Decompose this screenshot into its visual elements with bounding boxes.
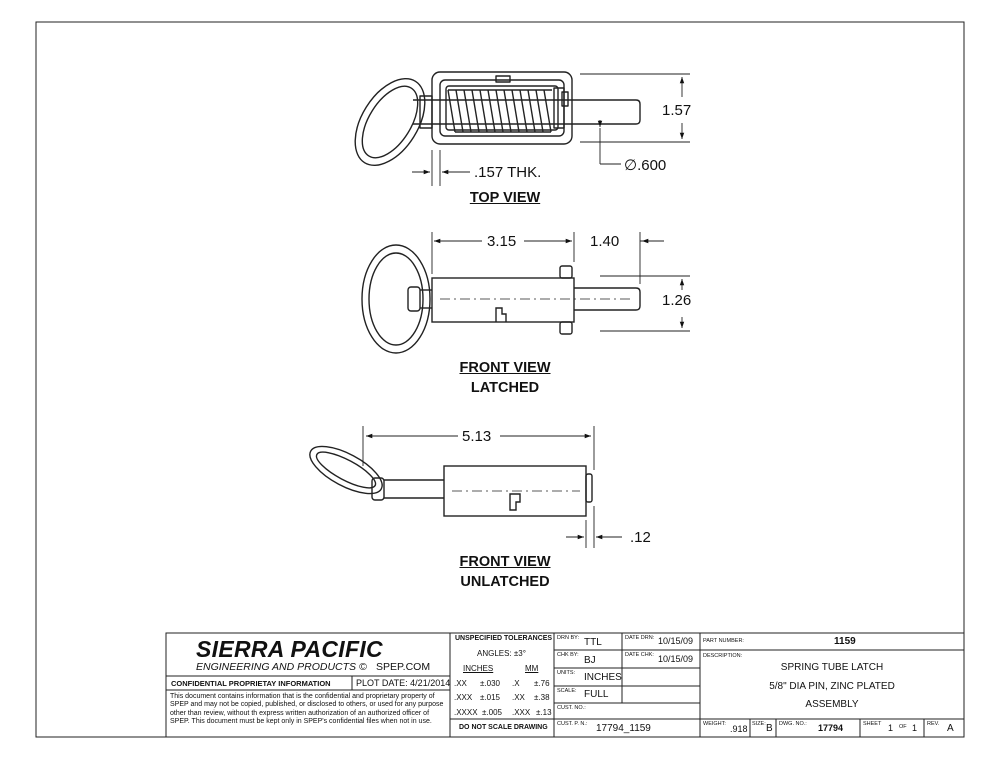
part-number-label: PART NUMBER: — [703, 638, 744, 644]
company-subtitle: ENGINEERING AND PRODUCTS © — [196, 661, 367, 673]
tolerances-inches-label: INCHES — [463, 664, 494, 673]
company-website: SPEP.COM — [376, 661, 431, 673]
chk-by-value: BJ — [584, 655, 596, 666]
front-unlatched-dimensions — [362, 426, 622, 548]
date-drn-label: DATE DRN: — [625, 635, 655, 641]
sheet-value: 1 — [888, 723, 894, 733]
date-chk-value: 10/15/09 — [658, 654, 694, 664]
do-not-scale-note: DO NOT SCALE DRAWING — [459, 724, 548, 731]
front-unlatched-title: FRONT VIEW — [459, 554, 551, 570]
size-value: B — [766, 723, 773, 734]
description-line: 5/8" DIA PIN, ZINC PLATED — [769, 681, 895, 692]
tolerances-mm-label: MM — [525, 664, 539, 673]
copyright-icon: © — [358, 661, 367, 673]
top-view-dimensions — [412, 73, 690, 186]
cust-pn-value: 17794_1159 — [596, 723, 651, 734]
front-latched-dimensions — [431, 232, 690, 332]
weight-label: WEIGHT: — [703, 721, 726, 727]
tolerance-row: .XXXX ±.005.XXX±.13 — [454, 708, 552, 717]
drn-by-value: TTL — [584, 637, 602, 648]
date-drn-value: 10/15/09 — [658, 636, 694, 646]
description-label: DESCRIPTION: — [703, 653, 743, 659]
front-latched-title: FRONT VIEW — [459, 360, 551, 376]
front-latched-body-dim: 3.15 — [487, 233, 517, 250]
cust-no-label: CUST. NO.: — [557, 705, 586, 711]
weight-value: .918 — [730, 724, 748, 734]
description-line: SPRING TUBE LATCH — [780, 662, 884, 673]
confidential-label: CONFIDENTIAL PROPRIETAY INFORMATION — [171, 679, 331, 688]
sheet-total-value: 1 — [912, 723, 918, 733]
tolerances-angles: ANGLES: ±3° — [477, 649, 526, 658]
rev-label: REV. — [927, 721, 940, 727]
front-latched-drawing — [361, 244, 641, 354]
size-label: SIZE: — [752, 721, 766, 727]
drn-by-label: DRN BY: — [557, 635, 580, 641]
scale-value: FULL — [584, 689, 609, 700]
part-number-value: 1159 — [834, 636, 856, 647]
sheet-of-label: OF — [899, 724, 907, 730]
dwg-no-label: DWG. NO.: — [779, 721, 807, 727]
front-unlatched-subtitle: UNLATCHED — [460, 574, 550, 590]
tolerance-row: .XXX ±.015.XX±.38 — [454, 693, 550, 702]
top-view-drawing — [354, 71, 641, 167]
top-view-title: TOP VIEW — [469, 190, 541, 206]
front-unlatched-length-dim: 5.13 — [462, 428, 492, 445]
tolerances-header: UNSPECIFIED TOLERANCES — [455, 635, 553, 642]
diameter-symbol-icon: ∅ — [624, 157, 638, 174]
front-latched-subtitle: LATCHED — [470, 380, 540, 396]
top-height-dim: 1.57 — [662, 102, 692, 119]
title-block-grid — [165, 632, 965, 738]
dwg-no-value: 17794 — [818, 723, 844, 733]
scale-label: SCALE: — [557, 688, 577, 694]
front-unlatched-tip-dim: .12 — [630, 529, 651, 546]
date-chk-label: DATE CHK: — [625, 652, 654, 658]
cust-pn-label: CUST. P. N.: — [557, 721, 588, 727]
units-value: INCHES — [584, 672, 622, 683]
confidential-notice: This document contains information that … — [170, 693, 444, 725]
top-thickness-dim: .157 THK. — [474, 164, 542, 181]
description-line: ASSEMBLY — [805, 699, 859, 710]
sheet-label: SHEET — [863, 721, 882, 727]
front-latched-pin-dim: 1.40 — [590, 233, 620, 250]
tolerance-row: .XX ±.030.X±.76 — [454, 679, 550, 688]
front-unlatched-drawing — [309, 445, 593, 517]
rev-value: A — [947, 723, 954, 734]
units-label: UNITS: — [557, 670, 576, 676]
plot-date: PLOT DATE: 4/21/2014 — [356, 678, 451, 688]
company-name: SIERRA PACIFIC — [196, 636, 383, 662]
top-diameter-dim: ∅.600 — [624, 157, 667, 174]
front-latched-height-dim: 1.26 — [662, 292, 692, 309]
chk-by-label: CHK BY: — [557, 652, 579, 658]
